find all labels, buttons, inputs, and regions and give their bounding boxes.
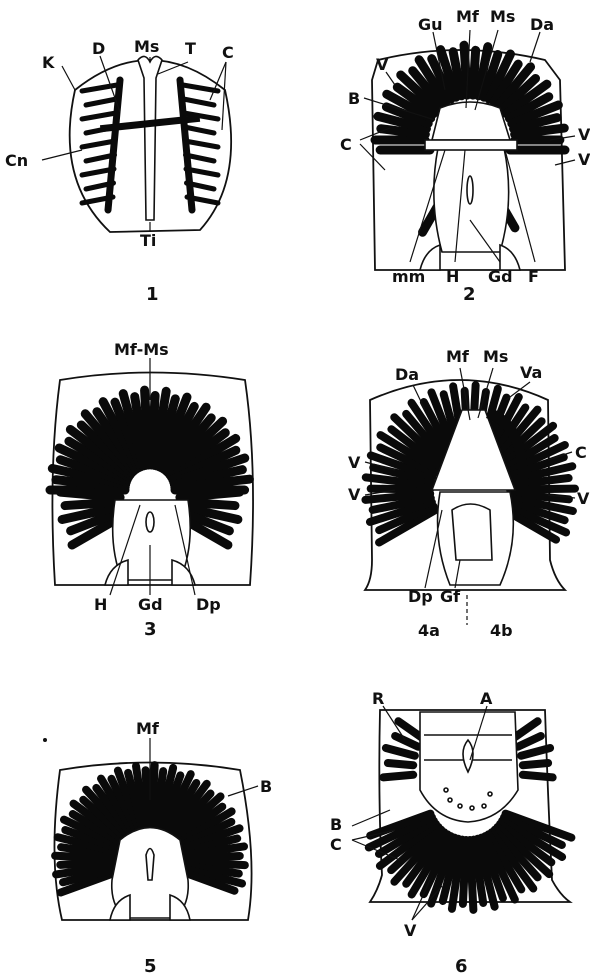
figure-1: K D Ms T C Cn Ti 1 — [5, 37, 234, 305]
fig6-septum-ur-3 — [523, 763, 548, 765]
fig2-label-Da: Da — [530, 15, 554, 34]
fig3-label-Dp: Dp — [196, 595, 221, 614]
fig4-label-Ms: Ms — [483, 347, 508, 366]
fig4-label-Da: Da — [395, 365, 419, 384]
fig4-label-Mf: Mf — [446, 347, 470, 366]
fig4-sublabel-4b: 4b — [490, 621, 513, 640]
fig3-gd-oval — [146, 512, 154, 532]
fig1-label-C: C — [222, 43, 234, 62]
fig4-label-V-left-2: V — [348, 485, 361, 504]
fig3-label-H: H — [94, 595, 107, 614]
fig6-label-C: C — [330, 835, 342, 854]
fig6-septum-12 — [470, 840, 473, 910]
figure-5: Mf B 5 — [54, 719, 272, 977]
fig3-number: 3 — [144, 619, 157, 640]
fig2-mouth-field — [432, 102, 510, 140]
fig3-label-Mf-Ms: Mf-Ms — [114, 340, 169, 359]
fig2-label-V-right-1: V — [578, 125, 590, 144]
fig4-septum-5 — [371, 489, 430, 490]
fig3-septum-r-0 — [180, 492, 240, 497]
fig6-label-R: R — [372, 689, 384, 708]
fig2-septum-13 — [473, 50, 476, 95]
fig4-label-V-left-1: V — [348, 453, 361, 472]
fig2-hinge-band — [425, 140, 517, 150]
fig3-label-Gd: Gd — [138, 595, 163, 614]
fig6-number: 6 — [455, 956, 468, 977]
speck-mark — [43, 738, 47, 742]
figure-3: Mf-Ms H Gd Dp 3 — [50, 340, 253, 640]
fig6-septum-ul-0 — [383, 775, 413, 778]
fig1-label-D: D — [92, 39, 105, 58]
fig6-septum-ul-1 — [388, 763, 413, 765]
fig2-label-Gd: Gd — [488, 267, 513, 286]
fig3-septum-l-4 — [60, 492, 120, 497]
fig6-label-B: B — [330, 815, 342, 834]
fig1-label-K: K — [42, 53, 55, 72]
fig3-septum-l-3 — [65, 502, 120, 506]
fig2-label-Mf: Mf — [456, 7, 480, 26]
fig4-label-V-right: V — [577, 489, 590, 508]
fig1-number: 1 — [146, 284, 159, 305]
fig4-label-Gf: Gf — [440, 587, 461, 606]
fig2-label-V-top: V — [376, 55, 389, 74]
fig4-label-Dp: Dp — [408, 587, 433, 606]
figure-4: Mf Ms Da Va C V V V Dp Gf 4a 4b — [348, 347, 590, 640]
fig2-label-Ms: Ms — [490, 7, 515, 26]
fig2-label-V-right-2: V — [578, 150, 590, 169]
fig5-number: 5 — [144, 956, 157, 977]
fig1-label-Ms: Ms — [134, 37, 159, 56]
fig2-label-Gu: Gu — [418, 15, 443, 34]
fig2-number: 2 — [463, 284, 476, 305]
fig2-label-B: B — [348, 89, 360, 108]
figure-2: Gu Mf Ms Da V B C V V mm H Gd F 2 — [340, 7, 590, 305]
fig4-sublabel-4a: 4a — [418, 621, 440, 640]
fig2-label-H: H — [446, 267, 459, 286]
figure-6: R A B C V 6 — [330, 689, 571, 977]
fig4-gut-inner — [452, 504, 492, 560]
fig5-label-Mf: Mf — [136, 719, 160, 738]
fig6-label-A: A — [480, 689, 493, 708]
fig2-septum-24 — [515, 128, 565, 134]
fig1-label-Cn: Cn — [5, 151, 28, 170]
fig6-label-V: V — [404, 921, 417, 940]
fig6-septum-ur-4 — [523, 775, 553, 778]
fig4-label-C: C — [575, 443, 587, 462]
fig2-label-F: F — [528, 267, 539, 286]
fig5-mouth — [146, 849, 154, 881]
fig1-label-Ti: Ti — [140, 231, 156, 250]
fig1-label-T: T — [185, 39, 196, 58]
fig5-label-B: B — [260, 777, 272, 796]
fig2-label-C: C — [340, 135, 352, 154]
fig2-label-mm: mm — [392, 267, 425, 286]
fig2-gd-oval — [467, 176, 473, 204]
fig4-label-Va: Va — [520, 363, 542, 382]
